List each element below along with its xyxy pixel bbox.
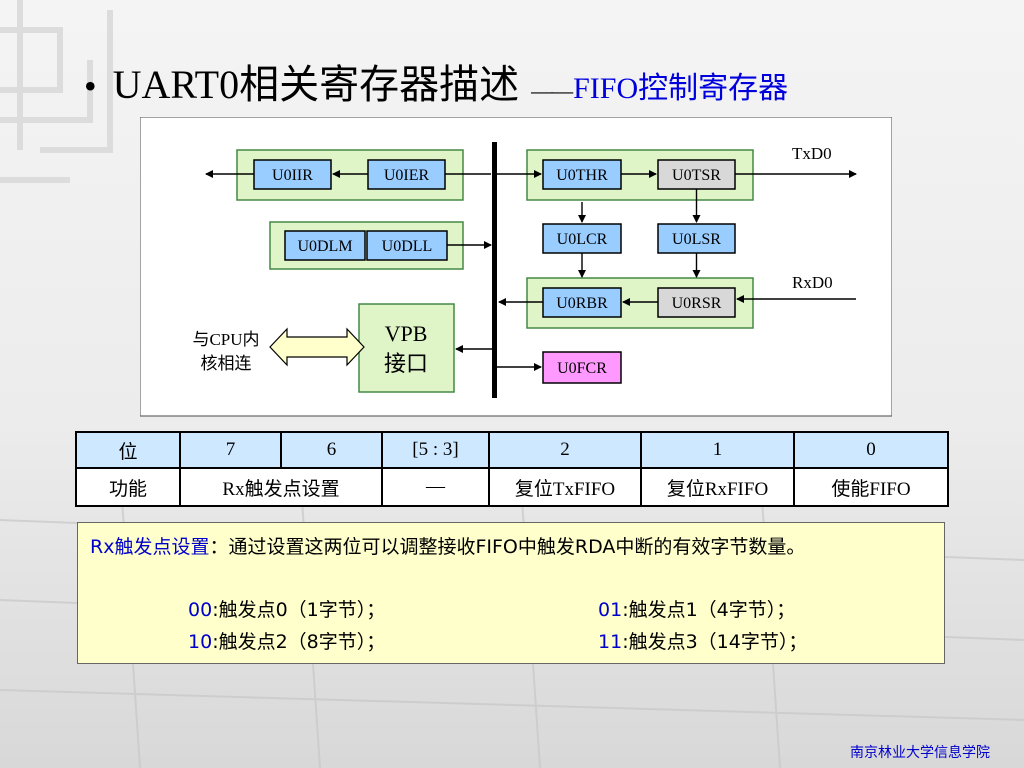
cpu-label-line1: 与CPU内 [192, 330, 259, 349]
vpb-label-line2: 接口 [384, 351, 428, 376]
register-u0tsr [657, 159, 736, 190]
register-u0dll [366, 230, 448, 261]
function-cell-rx-trigger: Rx触发点设置 [179, 467, 383, 507]
option-00: 00:触发点0（1字节）； [188, 595, 385, 622]
rx-trigger-note: Rx触发点设置：通过设置这两位可以调整接收FIFO中触发RDA中断的有效字节数量… [77, 522, 945, 664]
option-11-code: 11 [598, 631, 623, 653]
note-description: Rx触发点设置：通过设置这两位可以调整接收FIFO中触发RDA中断的有效字节数量… [90, 533, 932, 561]
function-cell-reserved: — [381, 467, 490, 507]
system-bus [492, 142, 497, 398]
register-u0fcr-label: U0FCR [557, 360, 607, 377]
register-u0lsr [657, 223, 736, 254]
note-options-row-1: 00:触发点0（1字节）； 01:触发点1（4字节）； [78, 595, 946, 625]
txd0-label: TxD0 [792, 144, 832, 163]
title-subtitle: FIFO控制寄存器 [573, 72, 789, 105]
header-cell-6: 6 [280, 431, 383, 469]
register-u0tsr-label: U0TSR [672, 167, 721, 184]
register-u0dlm [284, 230, 366, 261]
option-01: 01:触发点1（4字节）； [598, 595, 795, 622]
register-u0lcr-label: U0LCR [557, 231, 608, 248]
register-u0dlm-label: U0DLM [297, 238, 352, 255]
register-u0fcr [542, 351, 622, 384]
title-main: UART0相关寄存器描述 [112, 62, 520, 107]
cpu-double-arrow [269, 327, 365, 367]
note-text: 通过设置这两位可以调整接收FIFO中触发RDA中断的有效字节数量。 [228, 536, 806, 558]
table-function-row: 功能 Rx触发点设置 — 复位TxFIFO 复位RxFIFO 使能FIFO [75, 467, 949, 507]
vpb-label-line1: VPB [385, 321, 428, 346]
fcr-bit-table: 位 7 6 [5 : 3] 2 1 0 功能 Rx触发点设置 — 复位TxFIF… [75, 431, 949, 507]
option-11-text: :触发点3（14字节）； [622, 631, 808, 653]
footer-institution: 南京林业大学信息学院 [850, 745, 990, 761]
header-cell-bit: 位 [75, 431, 181, 469]
register-u0lsr-label: U0LSR [672, 231, 721, 248]
note-options-row-2: 10:触发点2（8字节）； 11:触发点3（14字节）； [78, 627, 946, 657]
vpb-interface-box [358, 303, 455, 393]
bit-table-wrapper: 位 7 6 [5 : 3] 2 1 0 功能 Rx触发点设置 — 复位TxFIF… [75, 431, 949, 507]
register-u0rsr [657, 287, 736, 318]
header-cell-7: 7 [179, 431, 282, 469]
option-01-code: 01 [598, 599, 623, 621]
option-10-code: 10 [188, 631, 213, 653]
register-u0thr-label: U0THR [556, 167, 608, 184]
register-u0iir-label: U0IIR [272, 167, 313, 184]
register-u0ier [367, 159, 446, 190]
option-10: 10:触发点2（8字节）； [188, 627, 385, 654]
rxd0-label: RxD0 [792, 273, 833, 292]
header-cell-1: 1 [640, 431, 795, 469]
uart-block-diagram: U0IIR U0IER U0DLM U0DLL U0THR U0TSR U0LC… [140, 117, 892, 417]
function-cell-reset-tx: 复位TxFIFO [488, 467, 642, 507]
register-u0ier-label: U0IER [384, 167, 430, 184]
option-00-code: 00 [188, 599, 213, 621]
note-label: Rx触发点设置 [90, 536, 210, 558]
register-u0dll-label: U0DLL [382, 238, 433, 255]
cpu-label-line2: 核相连 [201, 354, 252, 373]
header-cell-5-3: [5 : 3] [381, 431, 490, 469]
function-label-cell: 功能 [75, 467, 181, 507]
option-11: 11:触发点3（14字节）； [598, 627, 807, 654]
function-cell-reset-rx: 复位RxFIFO [640, 467, 795, 507]
table-header-row: 位 7 6 [5 : 3] 2 1 0 [75, 431, 949, 469]
register-u0iir [253, 159, 332, 190]
title-dash: —— [531, 78, 573, 103]
register-u0rsr-label: U0RSR [672, 295, 722, 312]
header-cell-2: 2 [488, 431, 642, 469]
option-01-text: :触发点1（4字节）； [622, 599, 796, 621]
register-u0rbr-label: U0RBR [556, 295, 608, 312]
option-00-text: :触发点0（1字节）； [212, 599, 386, 621]
option-10-text: :触发点2（8字节）； [212, 631, 386, 653]
function-cell-enable-fifo: 使能FIFO [793, 467, 949, 507]
slide-title: • UART0相关寄存器描述 —— FIFO控制寄存器 [84, 52, 788, 107]
note-colon: ： [209, 536, 229, 558]
register-u0rbr [542, 287, 622, 318]
header-cell-0: 0 [793, 431, 949, 469]
title-bullet: • [84, 66, 97, 106]
register-u0lcr [542, 223, 622, 254]
